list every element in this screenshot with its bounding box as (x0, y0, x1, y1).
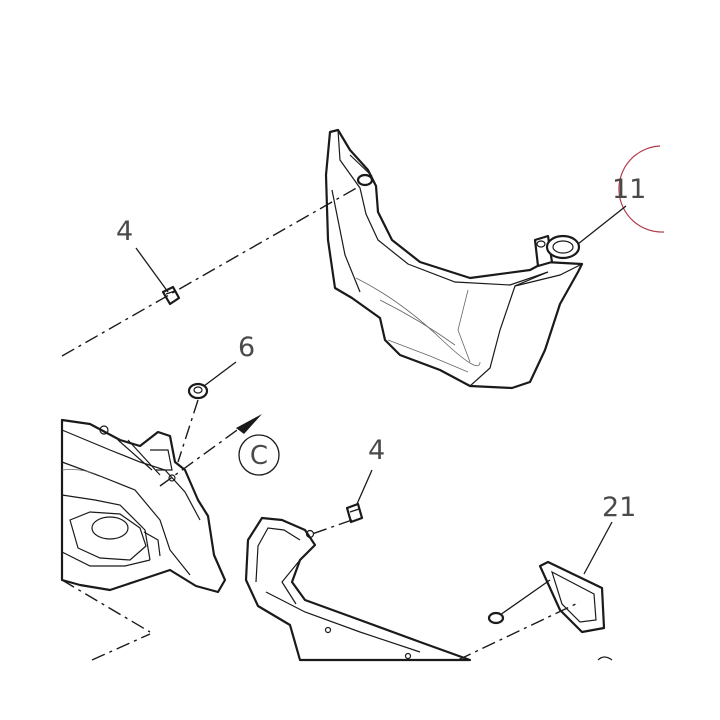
callout-21[interactable]: 21 (602, 492, 636, 523)
part-11-side-cover[interactable] (324, 128, 584, 390)
callout-4-bottom[interactable]: 4 (368, 435, 385, 466)
part-4-clip-bottom[interactable] (345, 502, 364, 524)
callout-11-highlight-ring[interactable] (618, 145, 665, 233)
leader-11 (577, 205, 627, 245)
leader-4-bottom (356, 469, 373, 505)
frame-body-fragment (60, 418, 227, 594)
view-direction-arrow (236, 414, 262, 434)
leader-21 (583, 521, 613, 575)
view-marker-c[interactable]: C (238, 434, 280, 476)
part-21-plug[interactable] (487, 560, 606, 634)
view-marker-label: C (250, 441, 268, 471)
part-6-screw[interactable] (187, 382, 209, 400)
assembly-axis-lines (61, 185, 581, 661)
callout-6[interactable]: 6 (238, 332, 255, 363)
leader-6 (203, 361, 237, 387)
lower-bracket-frame (244, 516, 613, 662)
leader-4-top (135, 247, 169, 293)
callout-4-top[interactable]: 4 (116, 216, 133, 247)
callout-11[interactable]: 11 (612, 174, 646, 205)
part-4-clip-top[interactable] (161, 285, 181, 306)
